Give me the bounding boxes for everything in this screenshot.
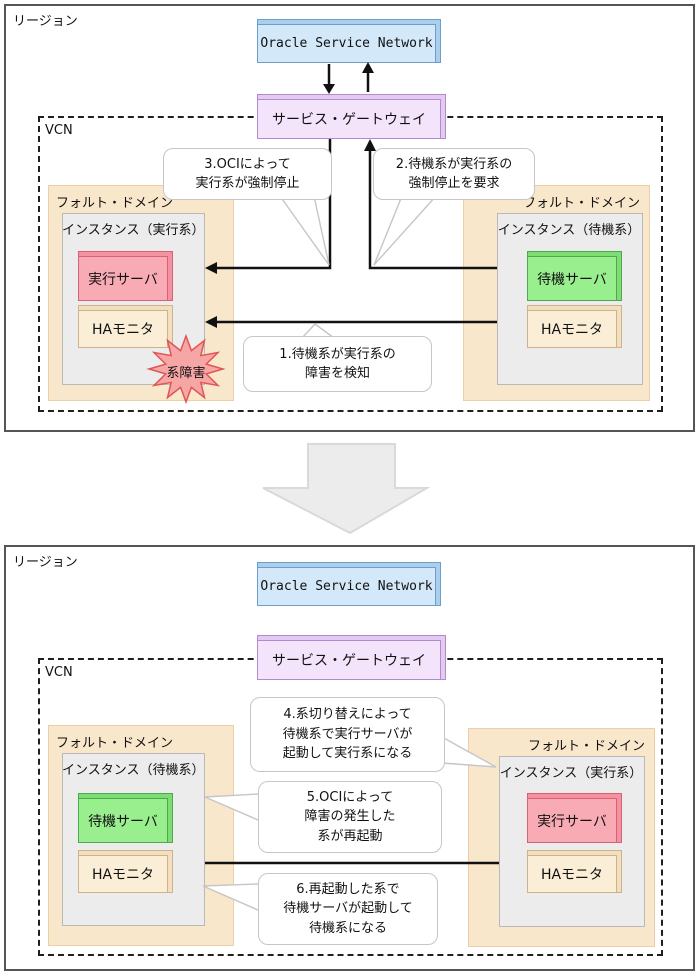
- osn-label: Oracle Service Network: [257, 24, 436, 63]
- panel2-instance-right-label: インスタンス（実行系）: [499, 766, 643, 781]
- failure-starburst-label: 系障害: [166, 366, 206, 381]
- panel2-instance-left-label: インスタンス（待機系）: [62, 763, 205, 778]
- gateway-label: サービス・ゲートウェイ: [257, 99, 441, 139]
- ha-monitor-label: HAモニタ: [78, 310, 168, 348]
- panel1-vcn-label: VCN: [45, 123, 73, 138]
- panel2-gateway-box: サービス・ゲートウェイ: [257, 635, 446, 680]
- panel2-fault-domain-left-label: フォルト・ドメイン: [56, 736, 174, 751]
- callout-step4: 4.系切り替えによって 待機系で実行サーバが 起動して実行系になる: [250, 697, 445, 772]
- panel2-standby-server-box: 待機サーバ: [78, 793, 173, 843]
- panel2-active-server-box: 実行サーバ: [527, 793, 622, 843]
- callout-step1: 1.待機系が実行系の 障害を検知: [243, 336, 432, 392]
- panel1-ha-monitor-right-box: HAモニタ: [527, 305, 622, 348]
- callout-step5: 5.OCIによって 障害の発生した 系が再起動: [258, 781, 442, 853]
- transition-down-arrow-icon: [262, 443, 431, 535]
- panel1-fault-domain-right-label: フォルト・ドメイン: [522, 196, 640, 211]
- panel2-ha-monitor-left-box: HAモニタ: [78, 850, 173, 893]
- ha-monitor-label: HAモニタ: [527, 310, 617, 348]
- active-server-label: 実行サーバ: [527, 798, 617, 843]
- standby-server-label: 待機サーバ: [527, 256, 617, 301]
- callout-step2: 2.待機系が実行系の 強制停止を要求: [373, 148, 535, 200]
- panel1-fault-domain-left-label: フォルト・ドメイン: [56, 196, 174, 211]
- osn-label: Oracle Service Network: [257, 567, 436, 606]
- panel2-fault-domain-right-label: フォルト・ドメイン: [527, 739, 645, 754]
- panel1-region-label: リージョン: [13, 14, 78, 29]
- panel1-standby-server-box: 待機サーバ: [527, 251, 622, 301]
- active-server-label: 実行サーバ: [78, 256, 168, 301]
- panel1-gateway-box: サービス・ゲートウェイ: [257, 94, 446, 139]
- callout-step3: 3.OCIによって 実行系が強制停止: [163, 148, 332, 200]
- panel2-region-label: リージョン: [13, 555, 78, 570]
- panel2-osn-box: Oracle Service Network: [257, 562, 441, 606]
- panel1-instance-right-label: インスタンス（待機系）: [497, 223, 641, 238]
- panel1-osn-box: Oracle Service Network: [257, 19, 441, 63]
- panel1-instance-left-label: インスタンス（実行系）: [62, 223, 205, 238]
- panel2-ha-monitor-right-box: HAモニタ: [527, 850, 622, 893]
- panel1-active-server-box: 実行サーバ: [78, 251, 173, 301]
- panel2-vcn-label: VCN: [45, 665, 73, 680]
- ha-monitor-label: HAモニタ: [78, 855, 168, 893]
- ha-monitor-label: HAモニタ: [527, 855, 617, 893]
- panel1-ha-monitor-left-box: HAモニタ: [78, 305, 173, 348]
- callout-step6: 6.再起動した系で 待機サーバが起動して 待機系になる: [258, 873, 438, 945]
- gateway-label: サービス・ゲートウェイ: [257, 640, 441, 680]
- standby-server-label: 待機サーバ: [78, 798, 168, 843]
